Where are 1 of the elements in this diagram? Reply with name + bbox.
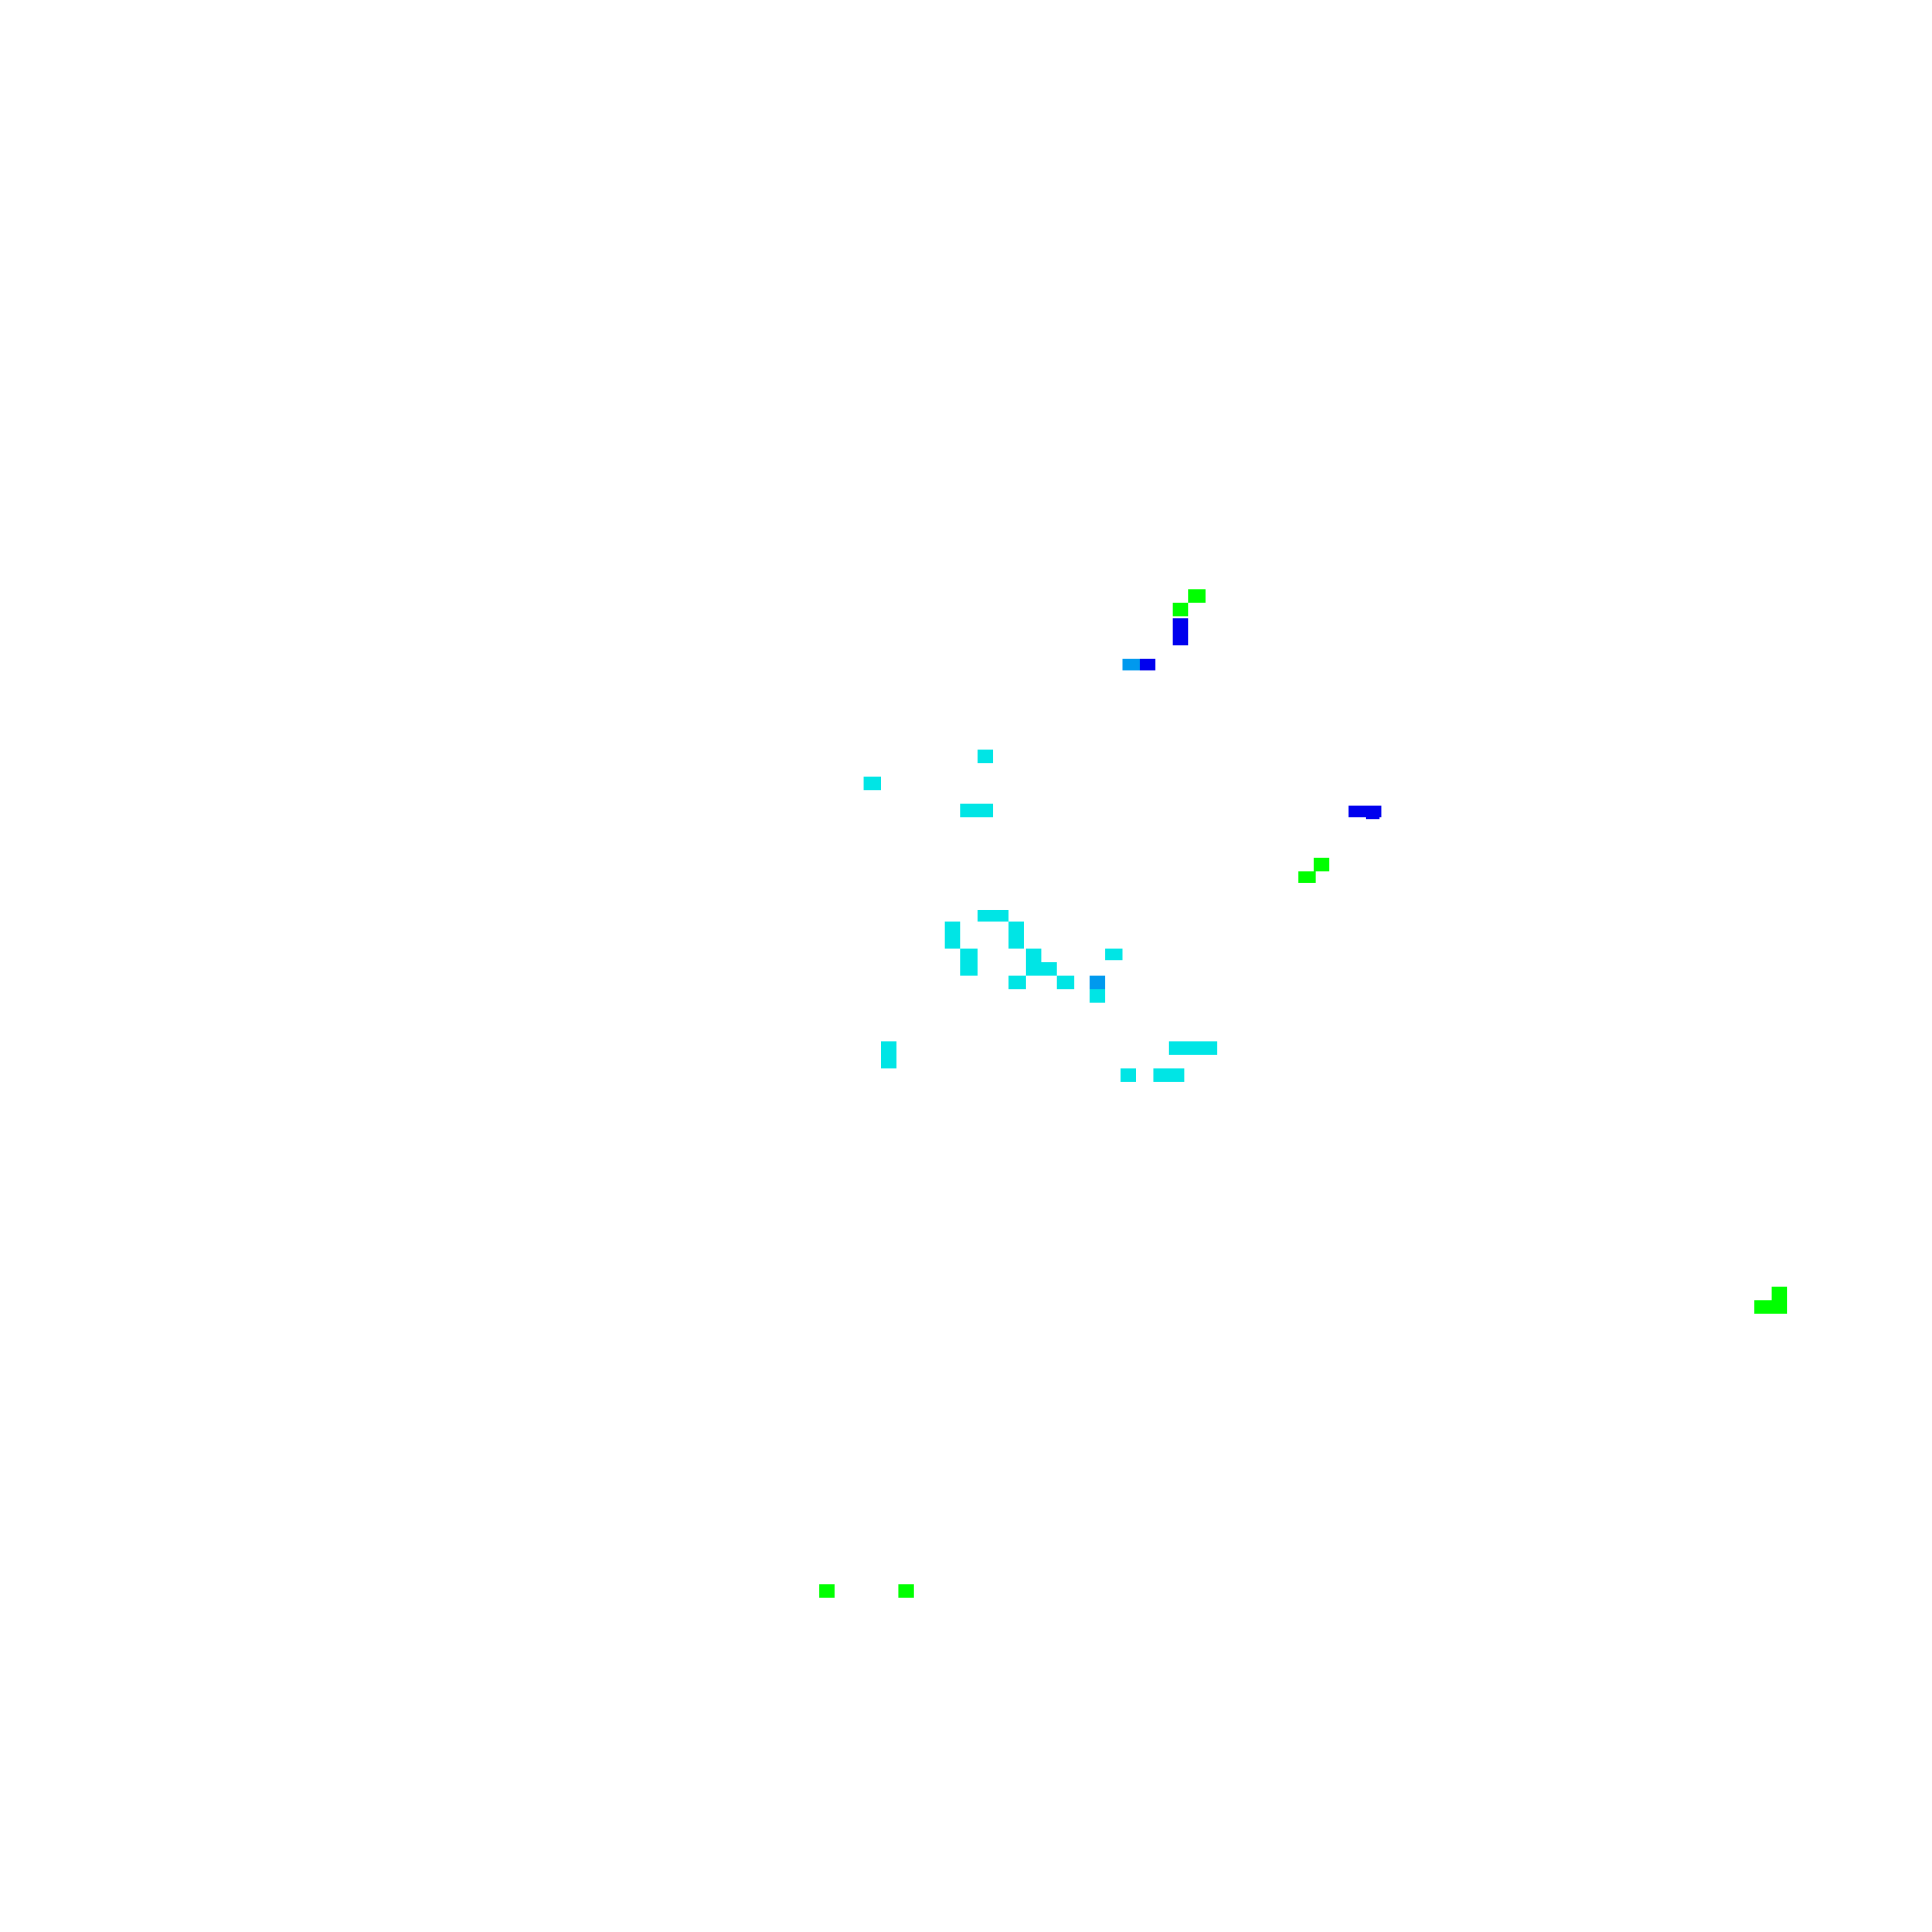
pixel-pattern-drawing bbox=[819, 589, 1787, 1598]
